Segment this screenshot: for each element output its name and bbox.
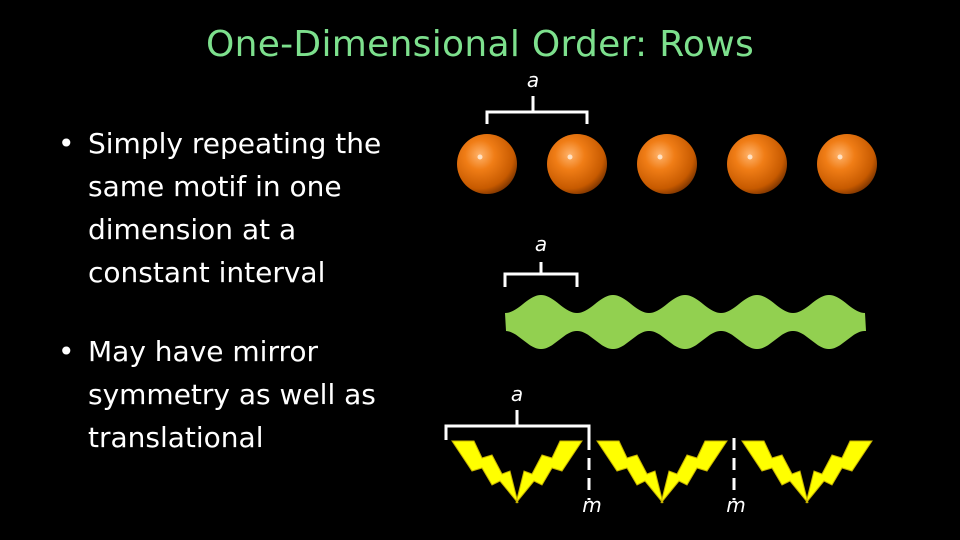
lightning-bolt <box>741 440 809 504</box>
lightning-bolt <box>451 440 519 504</box>
lightning-bolt <box>660 440 728 504</box>
period-label-a: a <box>535 232 547 256</box>
lightning-bolt <box>515 440 583 504</box>
sphere-row: a <box>457 68 877 194</box>
period-label-a: a <box>511 382 523 406</box>
wave-row: a <box>503 232 866 349</box>
period-bracket <box>485 96 589 124</box>
bullet-item: • May have mirror symmetry as well as tr… <box>58 330 388 459</box>
sphere <box>727 134 787 194</box>
lightning-bolt <box>805 440 873 504</box>
bullet-text: May have mirror symmetry as well as tran… <box>88 335 376 454</box>
bullet-item: • Simply repeating the same motif in one… <box>58 122 388 294</box>
mirror-label-m: m <box>582 493 601 517</box>
bullet-text: Simply repeating the same motif in one d… <box>88 127 382 289</box>
wave-band <box>505 295 866 349</box>
bullet-list: • Simply repeating the same motif in one… <box>58 122 388 499</box>
period-bracket <box>503 262 579 287</box>
sphere <box>817 134 877 194</box>
sphere <box>457 134 517 194</box>
bullet-marker: • <box>58 127 75 160</box>
mirror-label-m: m <box>726 493 745 517</box>
period-bracket <box>444 410 591 440</box>
bolt-row: a m m <box>444 382 873 517</box>
sphere <box>637 134 697 194</box>
bolt-group <box>451 440 873 504</box>
slide-title: One-Dimensional Order: Rows <box>205 24 755 65</box>
sphere <box>547 134 607 194</box>
sphere-group <box>457 134 877 194</box>
bullet-marker: • <box>58 335 75 368</box>
lightning-bolt <box>596 440 664 504</box>
period-label-a: a <box>527 68 539 92</box>
